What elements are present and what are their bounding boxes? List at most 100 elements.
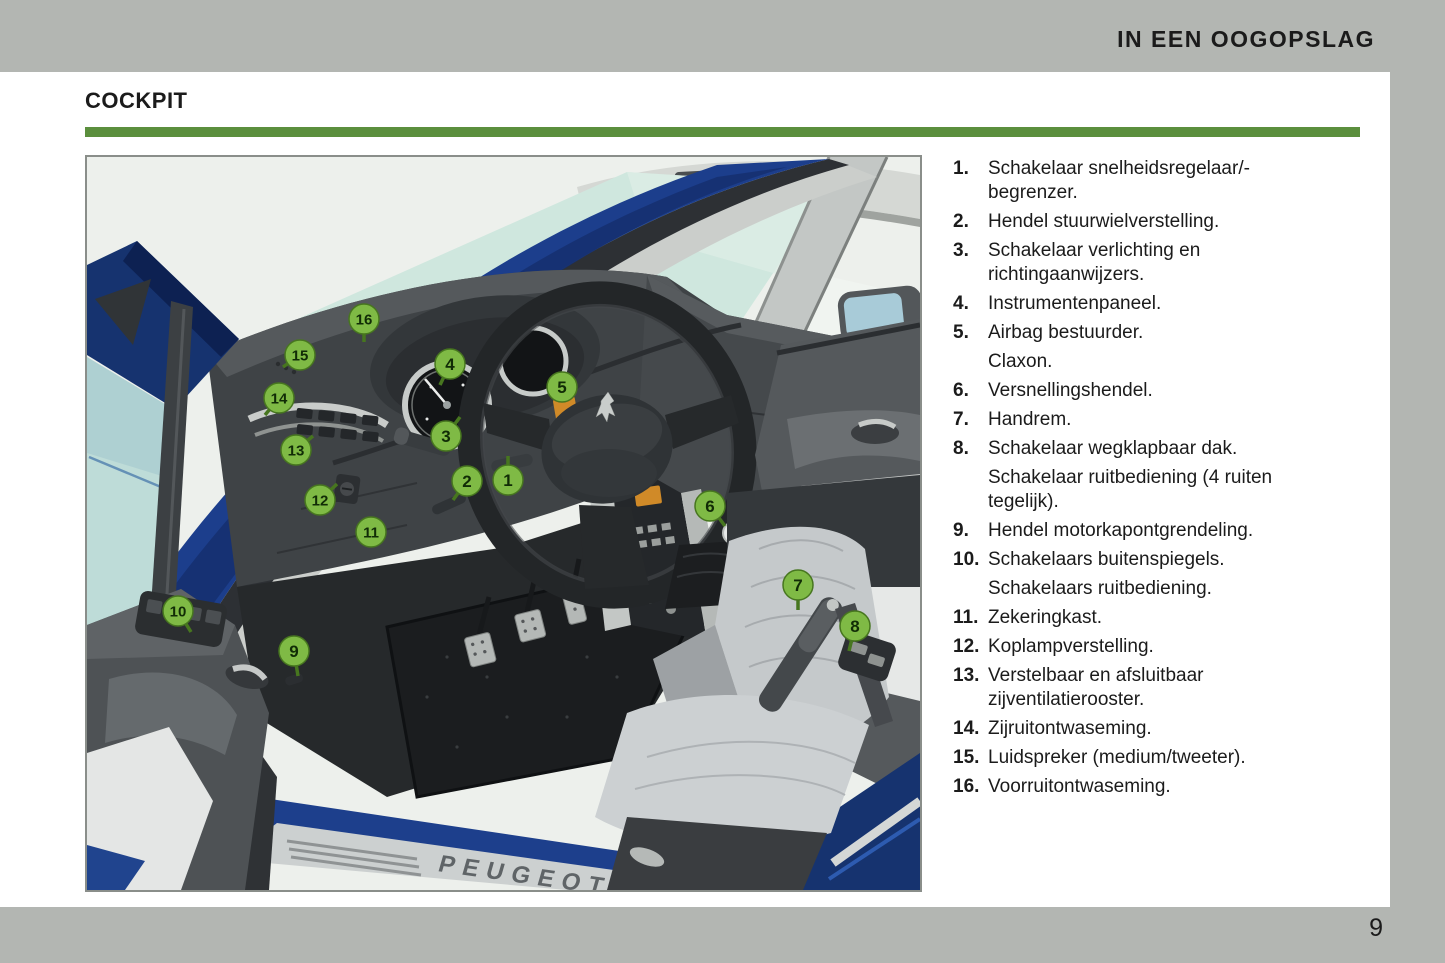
legend-item-number bbox=[953, 350, 988, 374]
svg-text:5: 5 bbox=[557, 378, 566, 397]
legend-item-text: Claxon. bbox=[988, 351, 1053, 372]
handbrake-lever bbox=[759, 597, 843, 712]
svg-text:12: 12 bbox=[312, 492, 329, 509]
legend-item-text: Versnellingshendel. bbox=[988, 380, 1153, 401]
mirror-triangle bbox=[95, 279, 151, 345]
svg-text:7: 7 bbox=[793, 576, 802, 595]
inner-door-handle bbox=[232, 664, 268, 681]
page-number: 9 bbox=[1369, 914, 1383, 942]
legend-item: Claxon. bbox=[953, 350, 1365, 374]
legend-list: 1. Schakelaar snelheidsregelaar/- begrenz… bbox=[953, 157, 1365, 804]
side-vent-grille bbox=[296, 407, 379, 443]
legend-item: 4. Instrumentenpaneel. bbox=[953, 292, 1365, 316]
svg-text:9: 9 bbox=[289, 642, 298, 661]
svg-text:6: 6 bbox=[705, 497, 714, 516]
callout-marker-4: 4 bbox=[434, 348, 466, 386]
legend-item: 10. Schakelaars buitenspiegels. bbox=[953, 548, 1365, 572]
light-stalk bbox=[393, 427, 451, 456]
svg-text:1: 1 bbox=[503, 471, 512, 490]
door-handle bbox=[858, 419, 897, 430]
legend-item-number: 4. bbox=[953, 293, 969, 314]
svg-text:3: 3 bbox=[441, 427, 450, 446]
legend-item-text: Airbag bestuurder. bbox=[988, 322, 1144, 343]
legend-item-text: Hendel stuurwielverstelling. bbox=[988, 211, 1220, 232]
legend-item-text: Instrumentenpaneel. bbox=[988, 293, 1162, 314]
legend-item-text: Voorruitontwaseming. bbox=[988, 776, 1171, 797]
callout-marker-7: 7 bbox=[782, 569, 814, 610]
legend-item: Schakelaars ruitbediening. bbox=[953, 577, 1365, 601]
legend-item-number: 8. bbox=[953, 438, 969, 459]
legend-item: 1. Schakelaar snelheidsregelaar/- begrenz… bbox=[953, 157, 1365, 205]
legend-item-number: 9. bbox=[953, 520, 969, 541]
legend-item-text: Zijruitontwaseming. bbox=[988, 718, 1152, 739]
legend-item-number: 7. bbox=[953, 409, 969, 430]
svg-text:11: 11 bbox=[363, 524, 379, 541]
callout-marker-9: 9 bbox=[278, 635, 310, 677]
callout-marker-8: 8 bbox=[839, 610, 871, 652]
callout-marker-13: 13 bbox=[280, 434, 315, 466]
legend-item: 3.Schakelaar verlichting en richtingaanw… bbox=[953, 239, 1365, 287]
callout-marker-16: 16 bbox=[348, 303, 380, 342]
legend-item: 9. Hendel motorkapontgrendeling. bbox=[953, 519, 1365, 543]
callout-marker-1: 1 bbox=[492, 456, 524, 496]
callout-marker-11: 11 bbox=[355, 516, 387, 548]
legend-item-number: 10. bbox=[953, 549, 980, 570]
legend-item-text: Hendel motorkapontgrendeling. bbox=[988, 520, 1254, 541]
legend-item-number: 16. bbox=[953, 776, 980, 797]
legend-item: 15.Luidspreker (medium/tweeter). bbox=[953, 746, 1365, 770]
callout-marker-12: 12 bbox=[304, 482, 339, 516]
legend-item: 7. Handrem. bbox=[953, 408, 1365, 432]
cockpit-illustration: PEUGEOT bbox=[85, 155, 922, 892]
legend-item: 5. Airbag bestuurder. bbox=[953, 321, 1365, 345]
legend-item-text: Handrem. bbox=[988, 409, 1072, 430]
callout-marker-15: 15 bbox=[281, 339, 316, 371]
legend-item: 8. Schakelaar wegklapbaar dak. bbox=[953, 437, 1365, 461]
legend-item-text: Schakelaar snelheidsregelaar/- begrenzer… bbox=[988, 158, 1250, 203]
quarter-panel bbox=[787, 753, 920, 890]
chapter-title: IN EEN OOGOPSLAG bbox=[1117, 26, 1375, 52]
seat-cushion bbox=[595, 695, 869, 847]
legend-item-number: 13. bbox=[953, 665, 980, 686]
legend-item-text: Koplampverstelling. bbox=[988, 636, 1154, 657]
legend-item: 11.Zekeringkast. bbox=[953, 606, 1365, 630]
driver-door bbox=[87, 241, 304, 890]
legend-item: 14. Zijruitontwaseming. bbox=[953, 717, 1365, 741]
legend-item-number: 14. bbox=[953, 718, 980, 739]
legend-item-text: Zekeringkast. bbox=[988, 607, 1103, 628]
door-lower-insert bbox=[87, 727, 213, 890]
steering-wheel bbox=[457, 281, 757, 609]
svg-text:8: 8 bbox=[850, 617, 859, 636]
callout-marker-2: 2 bbox=[451, 465, 483, 502]
legend-item: 6.Versnellingshendel. bbox=[953, 379, 1365, 403]
legend-item: 16. Voorruitontwaseming. bbox=[953, 775, 1365, 799]
svg-text:2: 2 bbox=[462, 472, 471, 491]
legend-item-number bbox=[953, 577, 988, 601]
bonnet-release-lever bbox=[285, 673, 304, 686]
legend-item-number: 15. bbox=[953, 747, 980, 768]
legend-item-number: 2. bbox=[953, 211, 969, 232]
legend-item-text: Schakelaar verlichting en richtingaanwij… bbox=[988, 240, 1201, 285]
headlight-adjuster bbox=[333, 473, 361, 505]
svg-text:15: 15 bbox=[292, 347, 309, 364]
callout-marker-5: 5 bbox=[546, 371, 578, 403]
svg-text:16: 16 bbox=[356, 311, 373, 328]
legend-item: 12.Koplampverstelling. bbox=[953, 635, 1365, 659]
legend-item-text: Schakelaar wegklapbaar dak. bbox=[988, 438, 1238, 459]
legend-item-text: Verstelbaar en afsluitbaar zijventilatie… bbox=[988, 665, 1204, 710]
callout-marker-6: 6 bbox=[694, 490, 727, 528]
callout-marker-14: 14 bbox=[263, 382, 295, 417]
svg-text:4: 4 bbox=[445, 355, 455, 374]
legend-item-number: 5. bbox=[953, 322, 969, 343]
svg-text:14: 14 bbox=[271, 390, 288, 407]
section-divider bbox=[85, 127, 1360, 137]
door-window-frame bbox=[87, 241, 239, 409]
wheel-adjust-lever bbox=[432, 493, 466, 515]
legend-item: 2. Hendel stuurwielverstelling. bbox=[953, 210, 1365, 234]
legend-item: 13. Verstelbaar en afsluitbaar zijventila… bbox=[953, 664, 1365, 712]
callout-marker-3: 3 bbox=[430, 415, 462, 452]
svg-text:10: 10 bbox=[170, 603, 187, 620]
legend-item-number: 1. bbox=[953, 158, 969, 179]
legend-item-text: Schakelaars buitenspiegels. bbox=[988, 549, 1225, 570]
callout-marker-10: 10 bbox=[162, 595, 194, 633]
